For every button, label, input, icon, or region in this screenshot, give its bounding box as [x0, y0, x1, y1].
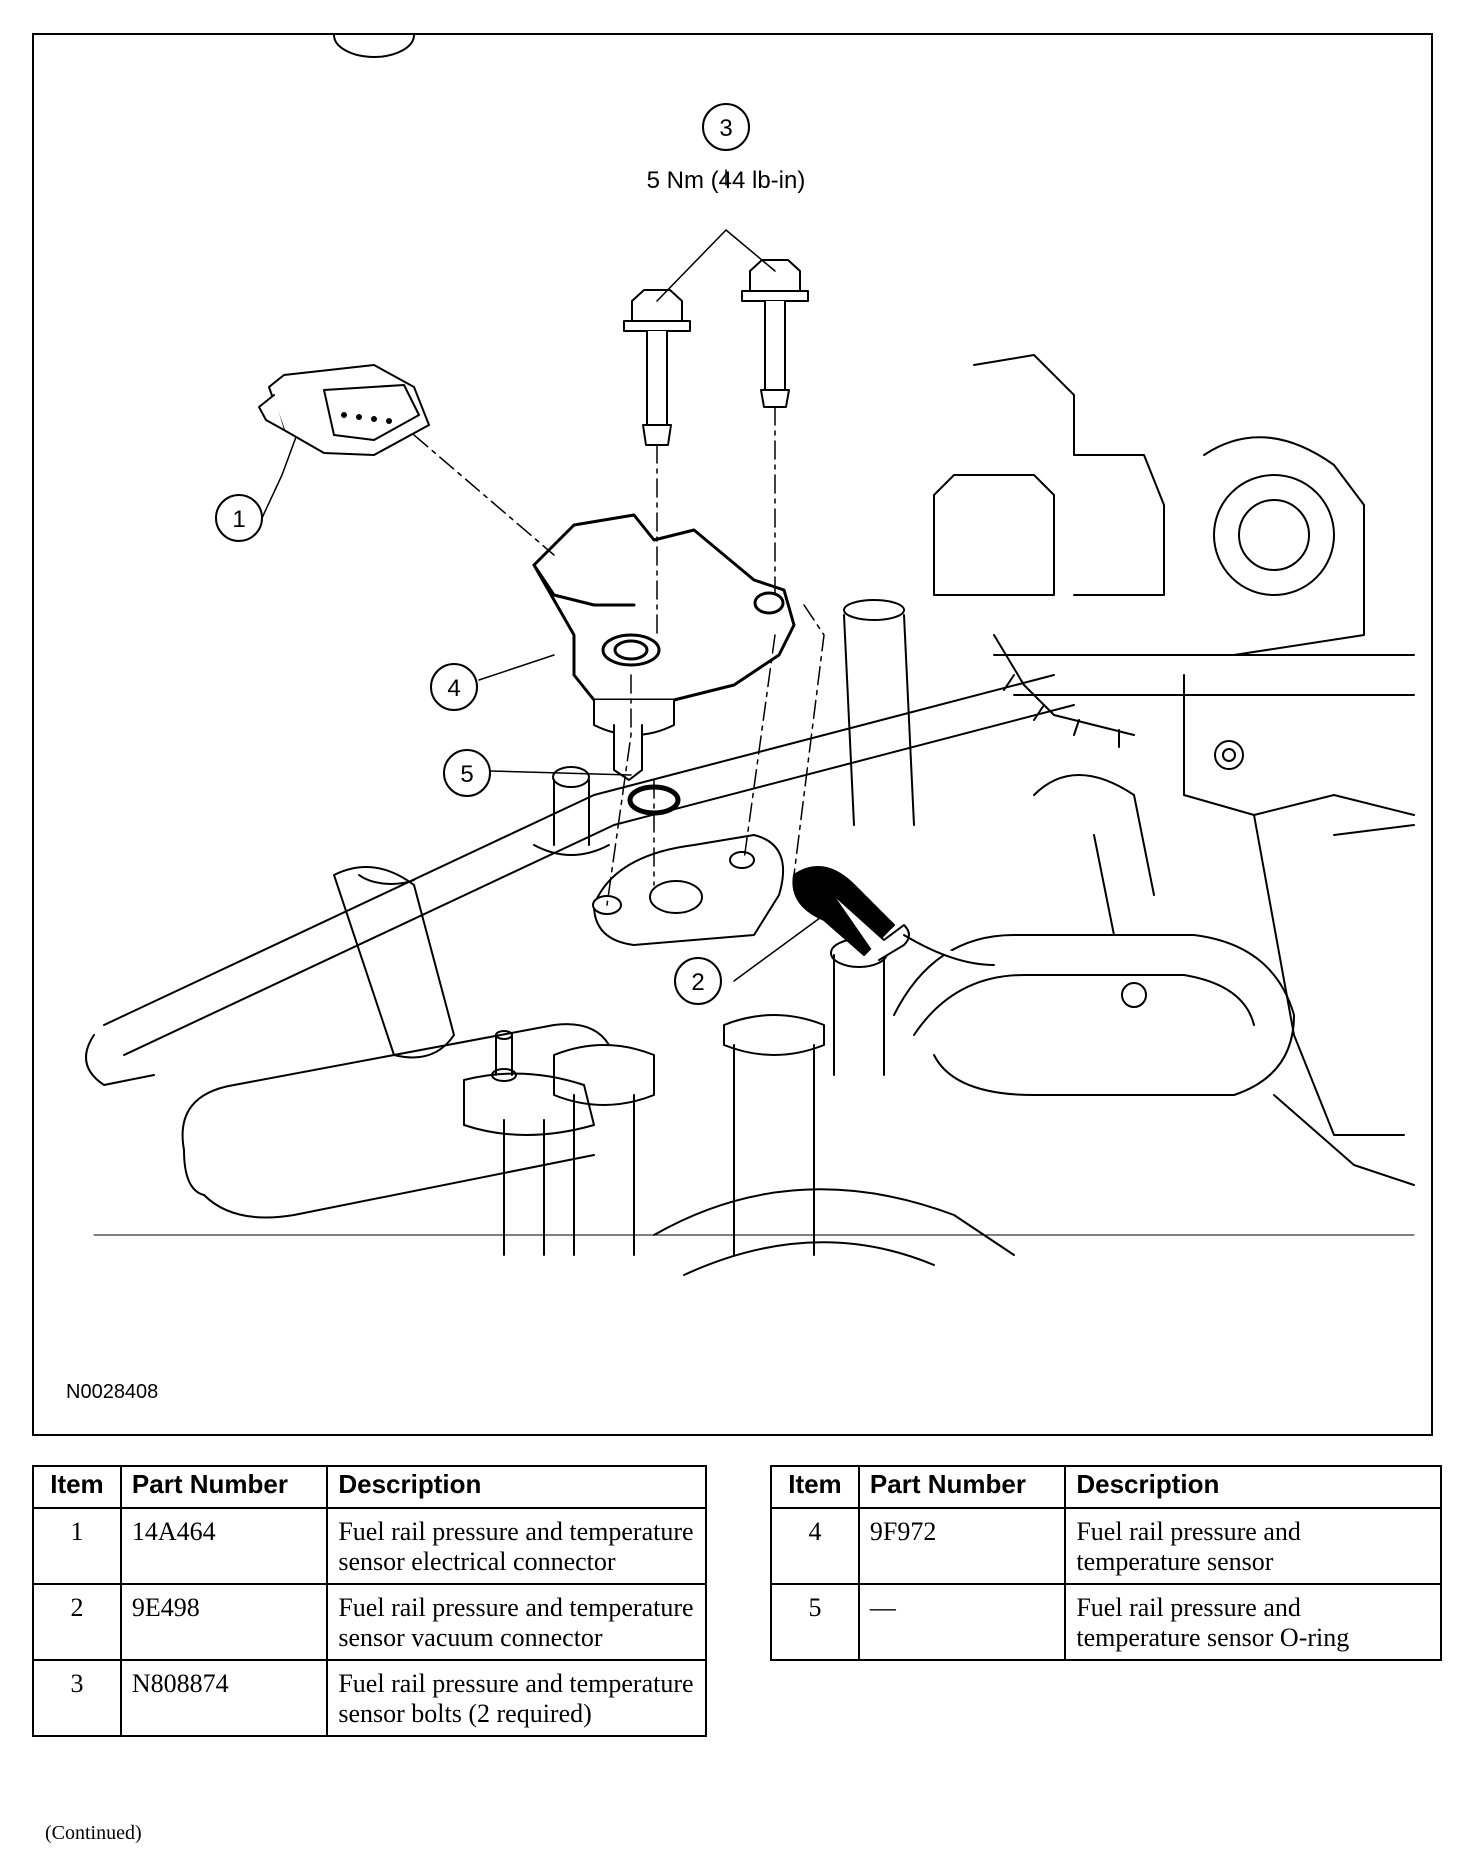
callout-4: 4: [430, 663, 478, 711]
parts-table-right: Item Part Number Description 4 9F972 Fue…: [770, 1465, 1442, 1661]
row-item: 1: [32, 1507, 122, 1585]
row-description: Fuel rail pressure and temperature senso…: [326, 1507, 707, 1585]
row-description: Fuel rail pressure and temperature senso…: [1064, 1583, 1442, 1661]
table-row: 1 14A464 Fuel rail pressure and temperat…: [32, 1507, 707, 1585]
exploded-view-figure: 3 5 Nm (44 lb-in) 1 4 5 2 N0028408: [32, 33, 1433, 1436]
row-part-number: N808874: [119, 1659, 329, 1737]
sensor-mount-pad: [592, 834, 785, 946]
engine-illustration: 3 5 Nm (44 lb-in) 1 4 5 2: [85, 35, 1415, 1276]
table-row: 4 9F972 Fuel rail pressure and temperatu…: [770, 1507, 1442, 1585]
vacuum-connector: [792, 866, 995, 966]
callout-3-label: 3: [719, 115, 732, 142]
pressure-sensor: [532, 513, 796, 781]
row-item: 3: [32, 1659, 122, 1737]
row-description: Fuel rail pressure and temperature senso…: [326, 1583, 707, 1661]
parts-table-left: Item Part Number Description 1 14A464 Fu…: [32, 1465, 707, 1737]
row-part-number: —: [857, 1583, 1067, 1661]
table-row: 2 9E498 Fuel rail pressure and temperatu…: [32, 1583, 707, 1661]
table-row: 3 N808874 Fuel rail pressure and tempera…: [32, 1659, 707, 1737]
bolt-left: [623, 289, 691, 446]
callout-2-label: 2: [691, 969, 704, 996]
row-item: 4: [770, 1507, 860, 1585]
fuel-rail-drawing: [85, 35, 1415, 1276]
header-description: Description: [1064, 1465, 1442, 1509]
row-part-number: 14A464: [119, 1507, 329, 1585]
figure-id: N0028408: [66, 1381, 159, 1403]
callout-2: 2: [674, 957, 722, 1005]
alignment-lines: [413, 406, 825, 906]
header-item: Item: [32, 1465, 122, 1509]
torque-spec: 5 Nm (44 lb-in): [647, 167, 806, 194]
table-header-row: Item Part Number Description: [32, 1465, 707, 1509]
bolt-right: [741, 259, 809, 408]
row-item: 2: [32, 1583, 122, 1661]
table-row: 5 — Fuel rail pressure and temperature s…: [770, 1583, 1442, 1661]
leader-lines: [261, 169, 825, 982]
callout-1-label: 1: [232, 506, 245, 533]
header-description: Description: [326, 1465, 707, 1509]
callout-1: 1: [215, 494, 263, 542]
callout-3: 3: [702, 103, 750, 151]
header-part-number: Part Number: [119, 1465, 329, 1509]
header-part-number: Part Number: [857, 1465, 1067, 1509]
row-part-number: 9F972: [857, 1507, 1067, 1585]
callout-5-label: 5: [460, 761, 473, 788]
row-item: 5: [770, 1583, 860, 1661]
header-item: Item: [770, 1465, 860, 1509]
row-description: Fuel rail pressure and temperature senso…: [1064, 1507, 1442, 1585]
callout-5: 5: [443, 749, 491, 797]
callout-4-label: 4: [447, 675, 460, 702]
row-description: Fuel rail pressure and temperature senso…: [326, 1659, 707, 1737]
continued-note: (Continued): [45, 1822, 142, 1844]
table-header-row: Item Part Number Description: [770, 1465, 1442, 1509]
electrical-connector: [258, 364, 430, 456]
row-part-number: 9E498: [119, 1583, 329, 1661]
